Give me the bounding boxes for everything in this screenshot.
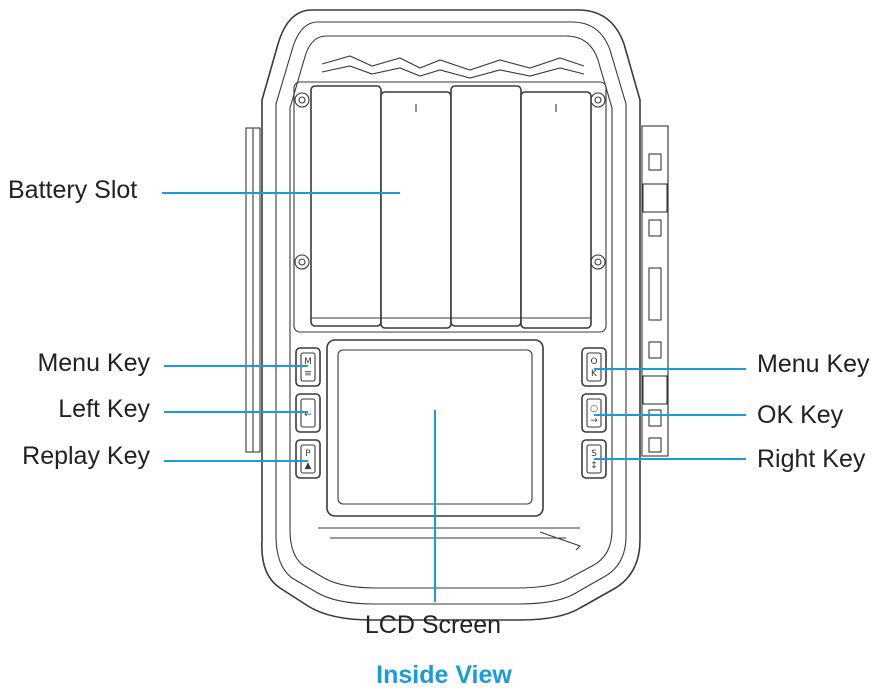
- battery-slot-label: Battery Slot: [8, 176, 137, 204]
- left-keys: M ≡ ← P ▲: [295, 347, 321, 479]
- svg-text:≡: ≡: [304, 369, 312, 379]
- battery-cell: [520, 91, 592, 329]
- svg-text:▲: ▲: [305, 461, 312, 471]
- lcd-screen-label: LCD Screen: [365, 611, 501, 639]
- replay-key[interactable]: [295, 439, 321, 479]
- menu-key-right[interactable]: [581, 347, 607, 387]
- svg-text:O: O: [590, 357, 597, 367]
- battery-cell: [450, 85, 522, 327]
- svg-text:P: P: [305, 449, 311, 459]
- left-key-label: Left Key: [58, 395, 150, 423]
- replay-key-label: Replay Key: [22, 442, 150, 470]
- svg-text:M: M: [304, 357, 312, 367]
- device-housing: [245, 9, 669, 621]
- svg-text:→: →: [590, 416, 598, 426]
- ok-key[interactable]: [581, 393, 607, 433]
- right-key-label: Right Key: [757, 445, 866, 473]
- menu-key-left-label: Menu Key: [37, 349, 150, 377]
- svg-text:○: ○: [590, 404, 598, 414]
- ok-key-label: OK Key: [757, 401, 844, 429]
- battery-cell: [310, 85, 382, 327]
- caption: Inside View: [376, 661, 512, 689]
- svg-text:←: ←: [304, 410, 312, 420]
- battery-cell: [380, 91, 452, 329]
- battery-slot: [310, 85, 592, 329]
- svg-text:S: S: [591, 449, 597, 459]
- menu-key-right-label: Menu Key: [757, 350, 870, 378]
- leader-lines: [162, 192, 746, 602]
- svg-text:K: K: [591, 369, 598, 379]
- svg-text:↕: ↕: [590, 461, 598, 471]
